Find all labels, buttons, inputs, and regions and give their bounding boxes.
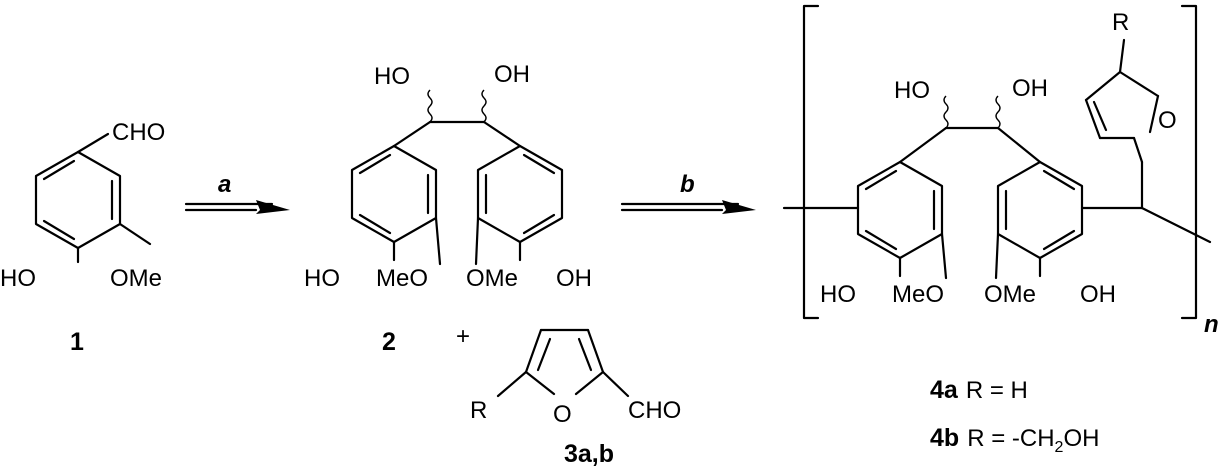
- compound-2-diol: HO OH HO MeO OMe OH 2: [304, 61, 592, 356]
- substituent-label-r: R: [1112, 9, 1129, 36]
- reagent-label-b: b: [680, 171, 695, 198]
- methoxy-label-left: MeO: [376, 265, 428, 292]
- furan-oxygen-label: O: [553, 401, 572, 428]
- methoxy-label-right: OMe: [466, 265, 518, 292]
- product-4b: 4b R = -CH2OH: [930, 424, 1099, 456]
- product-4a: 4a R = H: [930, 376, 1028, 404]
- furan-oxygen-label: O: [1158, 107, 1177, 134]
- wavy-stereo-bond-left: [943, 95, 949, 129]
- aldehyde-label: CHO: [628, 397, 681, 424]
- compound-1-vanillin: CHO HO OMe 1: [0, 119, 165, 356]
- wavy-stereo-bond-left: [427, 89, 433, 123]
- methoxy-label: OMe: [110, 265, 162, 292]
- compound-number-2: 2: [382, 328, 396, 356]
- hydroxyl-label-bottom-right: OH: [556, 265, 592, 292]
- product-4b-id: 4b: [930, 424, 959, 452]
- polymer-4: HO OH R O HO MeO OMe OH n: [782, 4, 1219, 338]
- reagent-label-a: a: [218, 171, 231, 198]
- hydroxyl-label-bottom-left: HO: [304, 265, 340, 292]
- polymer-bonds: [782, 38, 1212, 280]
- hydroxyl-label-top-right: OH: [494, 61, 530, 88]
- plus-sign: +: [456, 323, 470, 350]
- product-4b-definition: R = -CH: [967, 425, 1054, 452]
- hydroxyl-label-bottom-right: OH: [1080, 281, 1116, 308]
- wavy-stereo-bond-right: [481, 89, 487, 123]
- product-4b-subscript: 2: [1055, 439, 1064, 456]
- hydroxyl-label-top-left: HO: [374, 63, 410, 90]
- product-legend: 4a R = H 4b R = -CH2OH: [930, 376, 1099, 456]
- compound-3-bonds: [496, 328, 630, 398]
- methoxy-label-right: OMe: [984, 281, 1036, 308]
- product-4a-id: 4a: [930, 376, 959, 404]
- compound-number-1: 1: [70, 328, 84, 356]
- aldehyde-label: CHO: [112, 119, 165, 146]
- reaction-arrow-b: b: [620, 171, 756, 214]
- product-4b-definition-end: OH: [1063, 425, 1099, 452]
- hydroxyl-label-top-left: HO: [894, 77, 930, 104]
- hydroxyl-label-top-right: OH: [1012, 75, 1048, 102]
- repeat-subscript-n: n: [1204, 311, 1219, 338]
- compound-2-bonds: [350, 120, 564, 266]
- methoxy-label-left: MeO: [892, 281, 944, 308]
- substituent-label-r: R: [470, 397, 487, 424]
- reaction-arrow-a: a: [184, 171, 290, 214]
- hydroxyl-label: HO: [0, 265, 36, 292]
- compound-1-bonds: [34, 132, 152, 264]
- product-4a-definition: R = H: [966, 377, 1028, 404]
- compound-3-furfural: R O CHO 3a,b: [470, 328, 681, 468]
- hydroxyl-label-bottom-left: HO: [820, 281, 856, 308]
- wavy-stereo-bond-right: [995, 95, 1001, 129]
- compound-number-3: 3a,b: [564, 440, 614, 468]
- repeat-unit-brackets: [802, 4, 1198, 320]
